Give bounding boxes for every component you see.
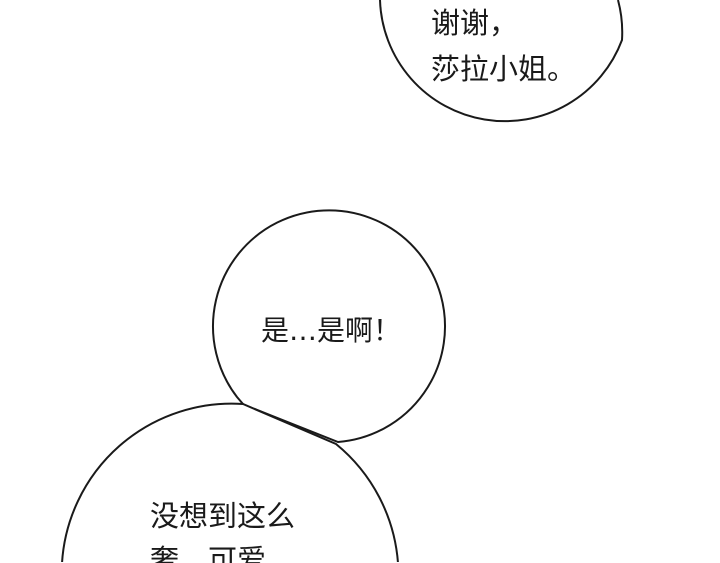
dialogue-surprised: 没想到这么 奢…可爱 bbox=[150, 494, 295, 563]
dialogue-line: 奢…可爱 bbox=[150, 543, 267, 563]
dialogue-line: 莎拉小姐。 bbox=[431, 52, 577, 86]
speech-bubble-surprised bbox=[60, 402, 400, 563]
dialogue-line: 是…是啊！ bbox=[261, 314, 402, 347]
speech-bubble-yes bbox=[212, 209, 446, 444]
dialogue-thanks: 谢谢， 莎拉小姐。 bbox=[431, 0, 576, 92]
dialogue-yes: 是…是啊！ bbox=[261, 311, 401, 351]
speech-bubble-thanks bbox=[379, 0, 624, 123]
dialogue-line: 谢谢， bbox=[431, 6, 519, 40]
dialogue-line: 没想到这么 bbox=[150, 499, 296, 533]
